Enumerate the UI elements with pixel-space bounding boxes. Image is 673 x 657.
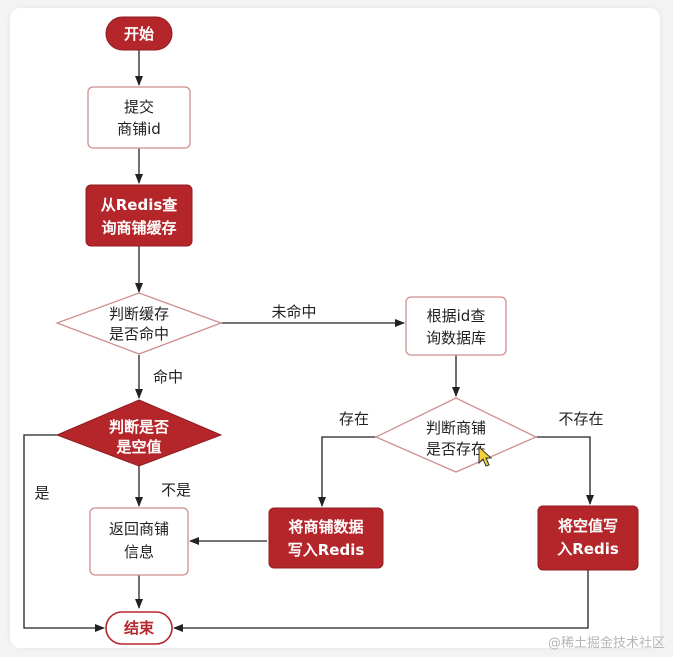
check-cache-node: 判断缓存 是否命中 [55,292,223,355]
query-db-node: 根据id查 询数据库 [405,296,507,356]
edge-label-miss: 未命中 [271,303,316,321]
check-exist-label-line2: 是否存在 [426,440,486,458]
check-null-label-line2: 是空值 [115,438,161,456]
query-redis-label-line1: 从Redis查 [101,196,179,214]
write-redis-label-line2: 写入Redis [288,541,365,559]
write-null-label-line2: 入Redis [557,540,619,558]
edge-label-not-null: 不是 [161,481,191,499]
query-db-label-line2: 询数据库 [426,329,486,347]
edge-writenull-end [173,570,589,632]
edge-label-null-yes: 是 [34,484,49,502]
edge-label-exists: 存在 [339,410,369,428]
end-node: 结束 [105,611,173,645]
write-null-node: 将空值写 入Redis [537,505,639,571]
return-shop-label-line1: 返回商铺 [109,520,169,538]
edge-label-not-exists: 不存在 [558,410,603,428]
end-label: 结束 [124,619,155,637]
query-redis-node: 从Redis查 询商铺缓存 [85,184,193,247]
submit-label-line1: 提交 [124,98,154,116]
edge-null-end-yes [23,434,105,632]
query-redis-label-line2: 询商铺缓存 [101,219,176,237]
check-null-label-line1: 判断是否 [109,418,169,436]
check-exist-node: 判断商铺 是否存在 [374,397,538,473]
query-db-label-line1: 根据id查 [427,307,486,325]
watermark: @稀土掘金技术社区 [547,636,665,651]
edge-exist-null-no [536,436,594,505]
check-cache-label-line1: 判断缓存 [109,305,169,323]
edge-label-hit: 命中 [153,368,183,386]
return-shop-node: 返回商铺 信息 [89,507,189,576]
write-null-label-line1: 将空值写 [558,517,618,535]
check-exist-label-line1: 判断商铺 [426,419,486,437]
check-null-node: 判断是否 是空值 [55,399,223,467]
submit-label-line2: 商铺id [117,120,161,138]
connectors [23,50,594,632]
start-node: 开始 [105,16,173,51]
submit-node: 提交 商铺id [87,86,191,149]
mouse-cursor-icon [478,445,493,467]
write-redis-label-line1: 将商铺数据 [288,518,363,536]
start-label: 开始 [124,25,154,43]
edge-exist-write-yes [318,436,376,507]
check-cache-label-line2: 是否命中 [109,325,169,343]
write-redis-node: 将商铺数据 写入Redis [268,507,384,569]
return-shop-label-line2: 信息 [124,543,154,561]
